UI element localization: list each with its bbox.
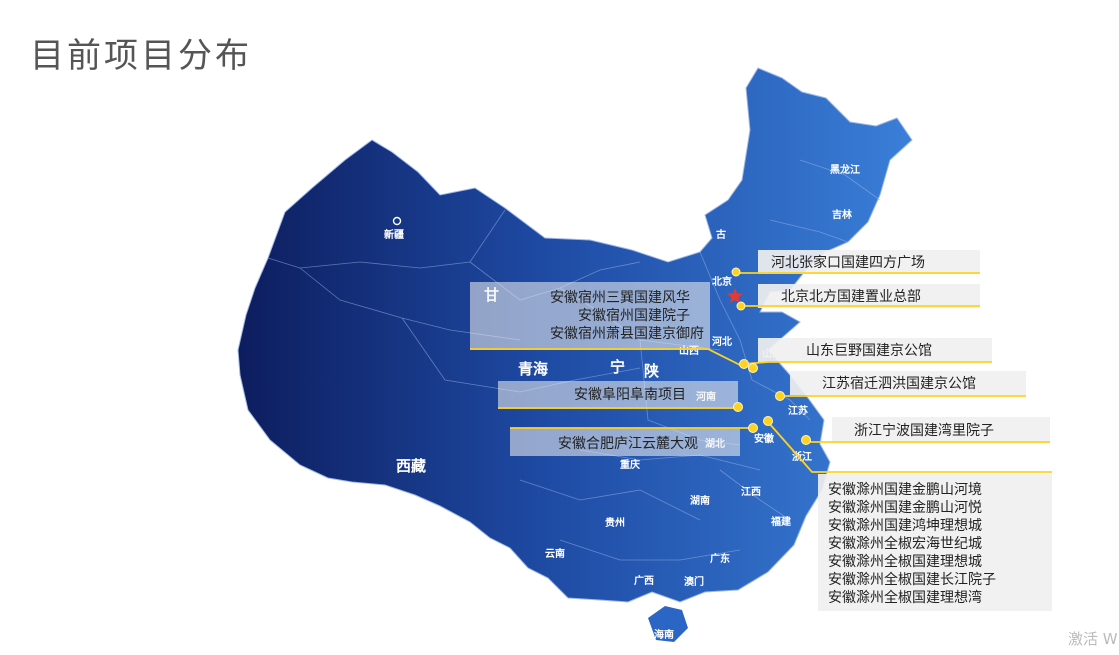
province-label-jiangsu: 江苏 <box>788 404 808 417</box>
callout-lujiang: 安徽合肥庐江云麓大观 <box>558 436 698 452</box>
callout-suzhou-3: 安徽宿州萧县国建京御府 <box>550 325 704 342</box>
hainan-island <box>648 606 688 642</box>
province-label-hunan: 湖南 <box>690 494 710 507</box>
province-label-jiangxi: 江西 <box>741 485 761 498</box>
project-markers <box>731 267 811 445</box>
project-dot-funan <box>733 402 743 412</box>
callout-suqian: 江苏宿迁泗洪国建京公馆 <box>822 375 976 392</box>
province-label-hebei: 河北 <box>712 335 732 348</box>
page-title: 目前项目分布 <box>30 36 252 76</box>
province-label-ningxia: 宁 <box>610 358 625 376</box>
callout-chuzhou-5: 安徽滁州全椒国建理想城 <box>828 553 982 570</box>
province-label-fujian: 福建 <box>770 515 792 528</box>
province-label-guizhou: 贵州 <box>605 516 625 529</box>
province-label-neimeng: 古 <box>716 228 726 241</box>
province-label-anhui: 安徽 <box>754 432 775 445</box>
project-dot-ningbo <box>801 435 811 445</box>
callout-suzhou-1: 安徽宿州三巽国建风华 <box>550 289 690 306</box>
project-dot-chuzhou <box>763 416 773 426</box>
province-label-yunnan: 云南 <box>545 547 565 560</box>
project-dot-suqian <box>775 391 785 401</box>
province-label-aomen: 澳门 <box>684 575 704 588</box>
province-label-beijing: 北京 <box>712 275 732 288</box>
capital-marker-icon <box>392 216 402 226</box>
callout-beijing: 北京北方国建置业总部 <box>781 289 921 305</box>
callout-juye: 山东巨野国建京公馆 <box>806 343 932 359</box>
callout-ningbo: 浙江宁波国建湾里院子 <box>854 422 994 439</box>
callout-boxes <box>470 250 1052 611</box>
province-label-heilongjiang: 黑龙江 <box>830 163 860 176</box>
project-dot-beijing <box>736 301 746 311</box>
callout-chuzhou-6: 安徽滁州全椒国建长江院子 <box>828 571 996 588</box>
province-label-xinjiang: 新疆 <box>384 228 404 241</box>
province-label-qinghai: 青海 <box>518 360 548 378</box>
callout-chuzhou-4: 安徽滁州全椒宏海世纪城 <box>828 535 982 552</box>
province-label-xizang: 西藏 <box>396 457 426 475</box>
project-dot-suzhou <box>748 363 758 373</box>
callout-chuzhou-2: 安徽滁州国建金鹏山河悦 <box>828 500 982 516</box>
capital-star-icon <box>727 288 743 303</box>
project-dot-lujiang <box>748 423 758 433</box>
callout-chuzhou-1: 安徽滁州国建金鹏山河境 <box>828 482 982 498</box>
province-label-chongqing: 重庆 <box>620 458 640 471</box>
callout-zhangjiakou: 河北张家口国建四方广场 <box>771 254 925 271</box>
province-label-guangxi: 广西 <box>634 574 654 587</box>
leader-lines <box>470 272 1052 473</box>
callout-chuzhou-3: 安徽滁州国建鸿坤理想城 <box>828 517 982 534</box>
callout-chuzhou-7: 安徽滁州全椒国建理想湾 <box>828 589 982 606</box>
project-dot-juye <box>739 359 749 369</box>
province-label-zhejiang: 浙江 <box>792 450 812 463</box>
province-label-shaanxi: 陕 <box>644 362 659 380</box>
callout-funan: 安徽阜阳阜南项目 <box>574 386 686 403</box>
province-label-hainan: 海南 <box>654 628 674 641</box>
project-dot-zhangjiakou <box>731 267 741 277</box>
province-label-jilin: 吉林 <box>832 208 853 221</box>
province-label-guangdong: 广东 <box>710 552 730 565</box>
callout-texts: 河北张家口国建四方广场 北京北方国建置业总部 安徽宿州三巽国建风华 安徽宿州国建… <box>550 254 996 606</box>
callout-suzhou-2: 安徽宿州国建院子 <box>578 307 690 324</box>
activation-watermark: 激活 W <box>1068 630 1118 648</box>
